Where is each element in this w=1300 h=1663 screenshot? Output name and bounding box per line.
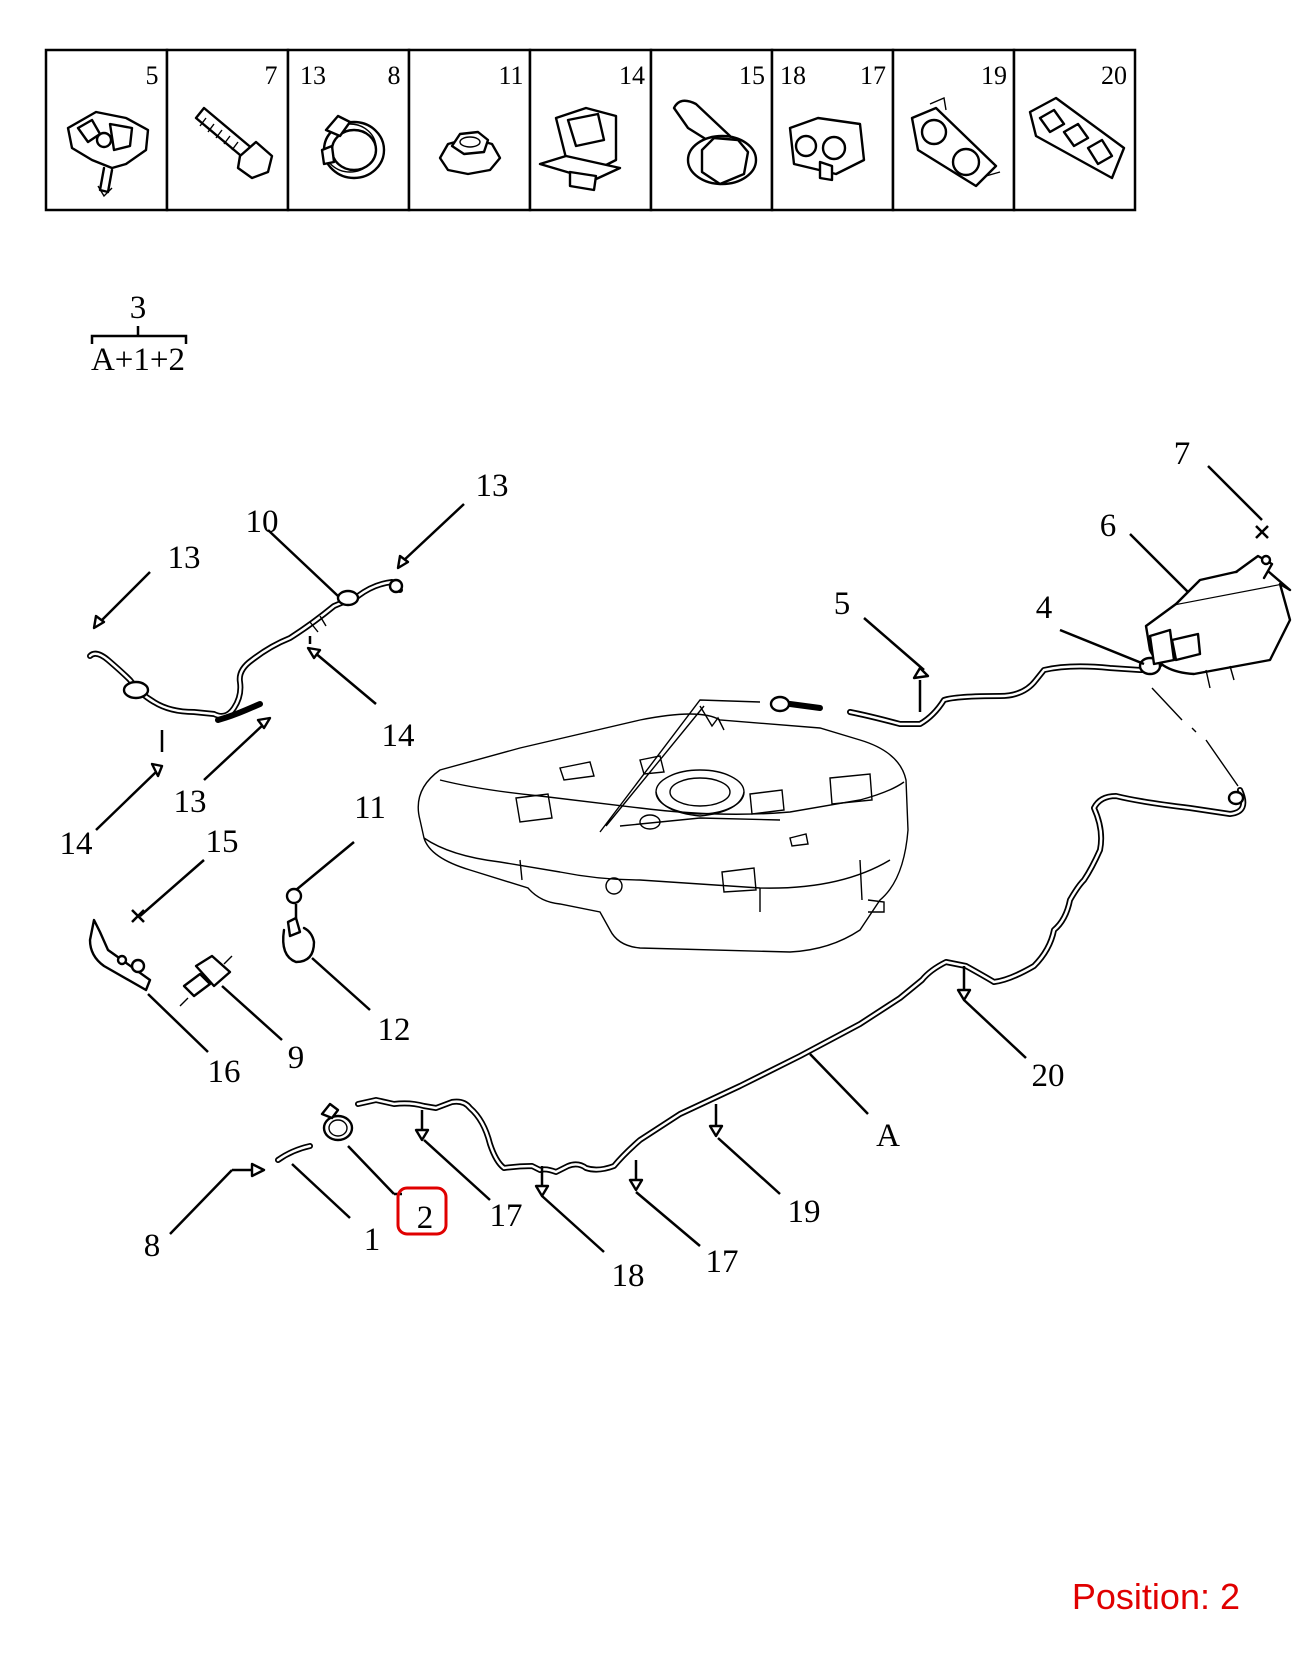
legend-label-14: 14 xyxy=(619,61,645,90)
legend-label-18: 18 xyxy=(780,61,806,90)
clip-icon xyxy=(66,110,150,198)
clamp-12 xyxy=(282,916,316,964)
o-ring-11 xyxy=(285,887,303,905)
bolt-icon xyxy=(194,106,274,180)
callout-A: A xyxy=(876,1118,900,1154)
callout-20: 20 xyxy=(1032,1058,1065,1094)
legend-label-19: 19 xyxy=(981,61,1007,90)
fuel-line-A xyxy=(355,787,1247,1175)
hose-1 xyxy=(275,1143,313,1163)
legend-label-15: 15 xyxy=(739,61,765,90)
clamp-2 xyxy=(320,1102,354,1142)
callout-13-top: 13 xyxy=(476,468,509,504)
callout-16: 16 xyxy=(208,1054,241,1090)
callout-5: 5 xyxy=(834,586,851,622)
callout-13-left: 13 xyxy=(168,540,201,576)
legend-label-5: 5 xyxy=(146,61,159,90)
legend-label-8: 8 xyxy=(388,61,401,90)
legend-label-7: 7 xyxy=(265,61,278,90)
vapor-line-upper xyxy=(769,656,1239,787)
callout-numbers: 7 6 5 4 13 10 13 14 14 13 15 11 16 9 12 … xyxy=(60,436,1191,1294)
callout-18: 18 xyxy=(612,1258,645,1294)
bracket-16 xyxy=(88,918,152,992)
callout-13-bottom: 13 xyxy=(174,784,207,820)
pipe-clip-icon xyxy=(788,116,866,182)
assembly-brace xyxy=(90,326,188,344)
callout-14-left: 14 xyxy=(60,826,93,862)
highlight-box xyxy=(396,1186,448,1236)
assembly-composition: A+1+2 xyxy=(91,342,185,378)
position-label: Position: 2 xyxy=(1071,1576,1240,1617)
callout-6: 6 xyxy=(1100,508,1117,544)
callout-2: 2 xyxy=(417,1200,434,1236)
callout-19: 19 xyxy=(788,1194,821,1230)
assembly-note: 3 A+1+2 xyxy=(90,290,188,378)
callout-17-right: 17 xyxy=(706,1244,739,1280)
legend-label-17: 17 xyxy=(860,61,886,90)
valve-9 xyxy=(179,954,233,1007)
fuel-tank xyxy=(417,699,909,953)
parts-legend-strip: 5 7 13 8 11 14 15 18 17 19 20 xyxy=(44,48,1137,212)
legend-label-11: 11 xyxy=(498,61,523,90)
callout-15: 15 xyxy=(206,824,239,860)
assembly-number: 3 xyxy=(130,290,147,326)
callout-4: 4 xyxy=(1036,590,1053,626)
multi-clip-icon xyxy=(1028,96,1126,180)
bracket-clip-icon xyxy=(538,106,622,192)
callout-17-left: 17 xyxy=(490,1198,523,1234)
callout-9: 9 xyxy=(288,1040,305,1076)
legend-label-13: 13 xyxy=(300,61,326,90)
callout-12: 12 xyxy=(378,1012,411,1048)
flange-bolt-icon xyxy=(672,99,758,186)
legend-label-20: 20 xyxy=(1101,61,1127,90)
hose-clamp-icon xyxy=(320,114,386,180)
nut-icon xyxy=(438,130,502,176)
filler-vent-line xyxy=(87,578,404,723)
callout-10: 10 xyxy=(246,504,279,540)
callout-1: 1 xyxy=(364,1222,381,1258)
callout-11: 11 xyxy=(354,790,386,826)
callout-14-right: 14 xyxy=(382,718,415,754)
callout-7: 7 xyxy=(1174,436,1191,472)
leader-lines xyxy=(92,465,1269,1253)
canister xyxy=(1144,554,1292,689)
double-clip-icon xyxy=(910,97,1001,188)
callout-8: 8 xyxy=(144,1228,161,1264)
